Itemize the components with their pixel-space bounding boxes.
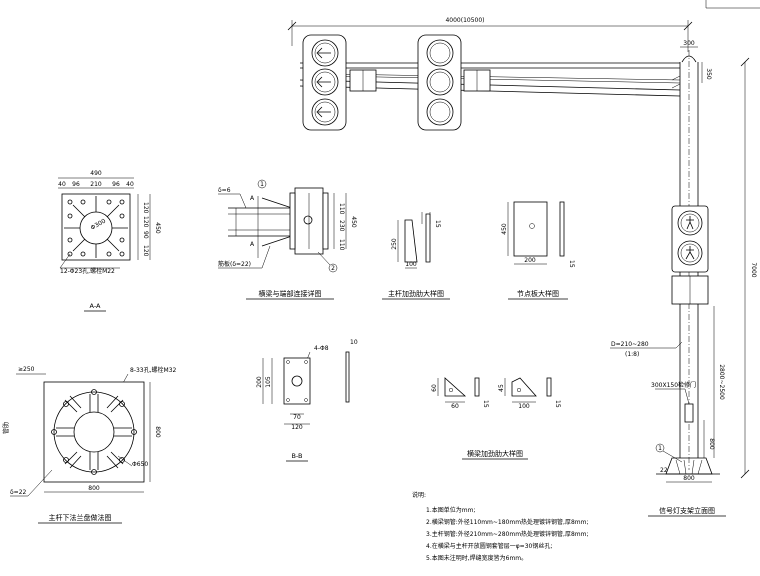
flange-bolt-label: 8-33孔,螺栓M32 <box>130 366 177 374</box>
section-aa: 490 40 96 210 96 40 Φ300 120 120 90 120 … <box>58 170 161 312</box>
plate-a-w: 100 <box>405 261 417 268</box>
pedestrian-signal <box>671 205 709 305</box>
note-4: 4.在横梁与主杆开放圆钢套管层一φ=30钢丝孔; <box>426 542 552 550</box>
flange-detail: ≥250 8-33孔,螺栓M32 Φ650 800 800 管肋 <box>2 366 177 524</box>
section-a-bottom: A <box>250 241 255 248</box>
arm-plate-label: δ=6 <box>218 187 231 194</box>
stiff-b-h: 45 <box>498 384 505 392</box>
aa-part-2: 96 <box>72 181 80 188</box>
arm-detail-title: 横梁与端部连接详图 <box>259 289 322 298</box>
stiff-a-h: 60 <box>431 384 438 392</box>
pole-ratio-label: (1:8) <box>625 351 639 358</box>
section-bb: 4-Φ8 10 105 200 70 120 B-B <box>256 339 358 462</box>
aa-side-3: 90 <box>142 231 149 239</box>
pedestrian-icon <box>685 246 695 260</box>
arrow-left-icon <box>316 106 331 118</box>
base-small: 22 <box>660 467 668 474</box>
aa-part-4: 96 <box>112 181 120 188</box>
bb-h-2: 200 <box>256 376 263 388</box>
notes-block: 说明: 1.本图单位为mm; 2.横梁钢管:外径110mm~180mm热处理镀锌… <box>412 491 589 562</box>
main-stiff-title: 主杆加劲肋大样图 <box>388 289 444 298</box>
flange-thickness: δ=22 <box>10 489 27 496</box>
plate-b-w: 200 <box>524 257 536 264</box>
node-plate-title: 节点板大样图 <box>517 289 559 298</box>
lower-height-label: 2800~2500 <box>718 364 725 400</box>
plate-a-t: 15 <box>434 220 441 228</box>
note-5: 5.本图未注明时,焊缝宽度皆为6mm。 <box>426 554 527 562</box>
bb-w-2: 70 <box>293 414 301 421</box>
pole-height-dims: 7000 2800~2500 <box>713 57 757 479</box>
pole-diameter-label: D=210~280 <box>611 341 649 348</box>
arm-dimension: 4000(10500) <box>287 17 693 52</box>
arm-circle-1: 1 <box>260 181 264 188</box>
flange-title: 主杆下法兰盘做法图 <box>49 513 112 522</box>
bb-w-1: 120 <box>291 424 303 431</box>
aa-part-1: 40 <box>58 181 66 188</box>
main-stiffener-detail: 15 250 100 主杆加劲肋大样图 <box>382 212 450 300</box>
notes-title: 说明: <box>412 491 426 499</box>
arm-stiff-label: 筋板(δ=22) <box>218 260 251 268</box>
aa-side-4: 120 <box>142 245 149 257</box>
aa-part-5: 40 <box>126 181 134 188</box>
signal-head-round <box>417 34 462 131</box>
conn-side-2: 230 <box>338 220 345 232</box>
note-2: 2.横梁钢管:外径110mm~180mm热处理镀锌钢管,厚8mm; <box>426 518 589 526</box>
arm-length-label: 4000(10500) <box>445 17 484 24</box>
arrow-left-icon <box>316 47 331 59</box>
conn-side-3: 110 <box>338 239 345 251</box>
aa-part-3: 210 <box>90 181 102 188</box>
frame-corner <box>705 0 760 9</box>
note-1: 1.本图单位为mm; <box>426 506 475 514</box>
flange-dia: Φ650 <box>132 461 148 468</box>
aa-bolt-label: 12-Φ23孔,螺栓M22 <box>60 267 115 275</box>
section-a-top: A <box>250 195 255 202</box>
beam-stiffener-detail: 60 60 15 45 100 15 横梁加劲肋大样图 <box>431 377 561 460</box>
note-3: 3.主杆钢管:外径210mm~280mm热处理镀锌钢管,厚8mm; <box>426 530 589 538</box>
aa-total: 490 <box>90 170 102 177</box>
stiff-a-w: 60 <box>451 403 459 410</box>
base-width: 800 <box>683 475 695 482</box>
bb-h-1: 105 <box>265 376 272 388</box>
pole-circle-1: 1 <box>658 445 662 452</box>
signal-head-arrows <box>302 34 347 131</box>
conn-side-total: 450 <box>350 216 357 228</box>
pedestrian-icon <box>686 216 694 230</box>
conn-side-1: 110 <box>338 203 345 215</box>
pole-top-width: 300 <box>683 40 695 47</box>
flange-height: 800 <box>154 426 161 438</box>
door-label: 300X150检修门 <box>651 381 696 389</box>
pole-height-label: 7000 <box>750 262 757 277</box>
bb-top-label: 4-Φ8 <box>314 345 329 352</box>
base-height: 800 <box>708 438 715 450</box>
stiff-b-t: 15 <box>554 400 561 408</box>
stiff-a-t: 15 <box>482 400 489 408</box>
aa-side-total: 450 <box>154 222 161 234</box>
arm-circle-2: 2 <box>331 265 335 272</box>
bb-thickness: 10 <box>350 339 358 346</box>
bb-title: B-B <box>291 452 302 460</box>
aa-side-2: 120 <box>142 216 149 228</box>
plate-a-h: 250 <box>391 238 398 250</box>
node-plate-detail: 15 450 200 节点板大样图 <box>501 201 575 300</box>
plate-b-t: 15 <box>568 260 575 268</box>
aa-side-1: 120 <box>142 202 149 214</box>
plate-b-h: 450 <box>501 223 508 235</box>
stiff-b-w: 100 <box>518 403 530 410</box>
aa-title: A-A <box>90 302 102 310</box>
arrow-left-icon <box>316 76 331 88</box>
beam-stiff-title: 横梁加劲肋大样图 <box>467 449 523 458</box>
flange-side-label: 管肋 <box>2 422 10 434</box>
pole-top-height: 350 <box>705 68 712 80</box>
elevation-title: 信号灯支架立面图 <box>659 506 715 515</box>
flange-top-dim: ≥250 <box>18 366 35 373</box>
arm-connection-detail: 1 δ=6 A A 110 230 110 450 筋板(δ=22) 2 横梁与… <box>218 179 357 300</box>
flange-width: 800 <box>88 485 100 492</box>
